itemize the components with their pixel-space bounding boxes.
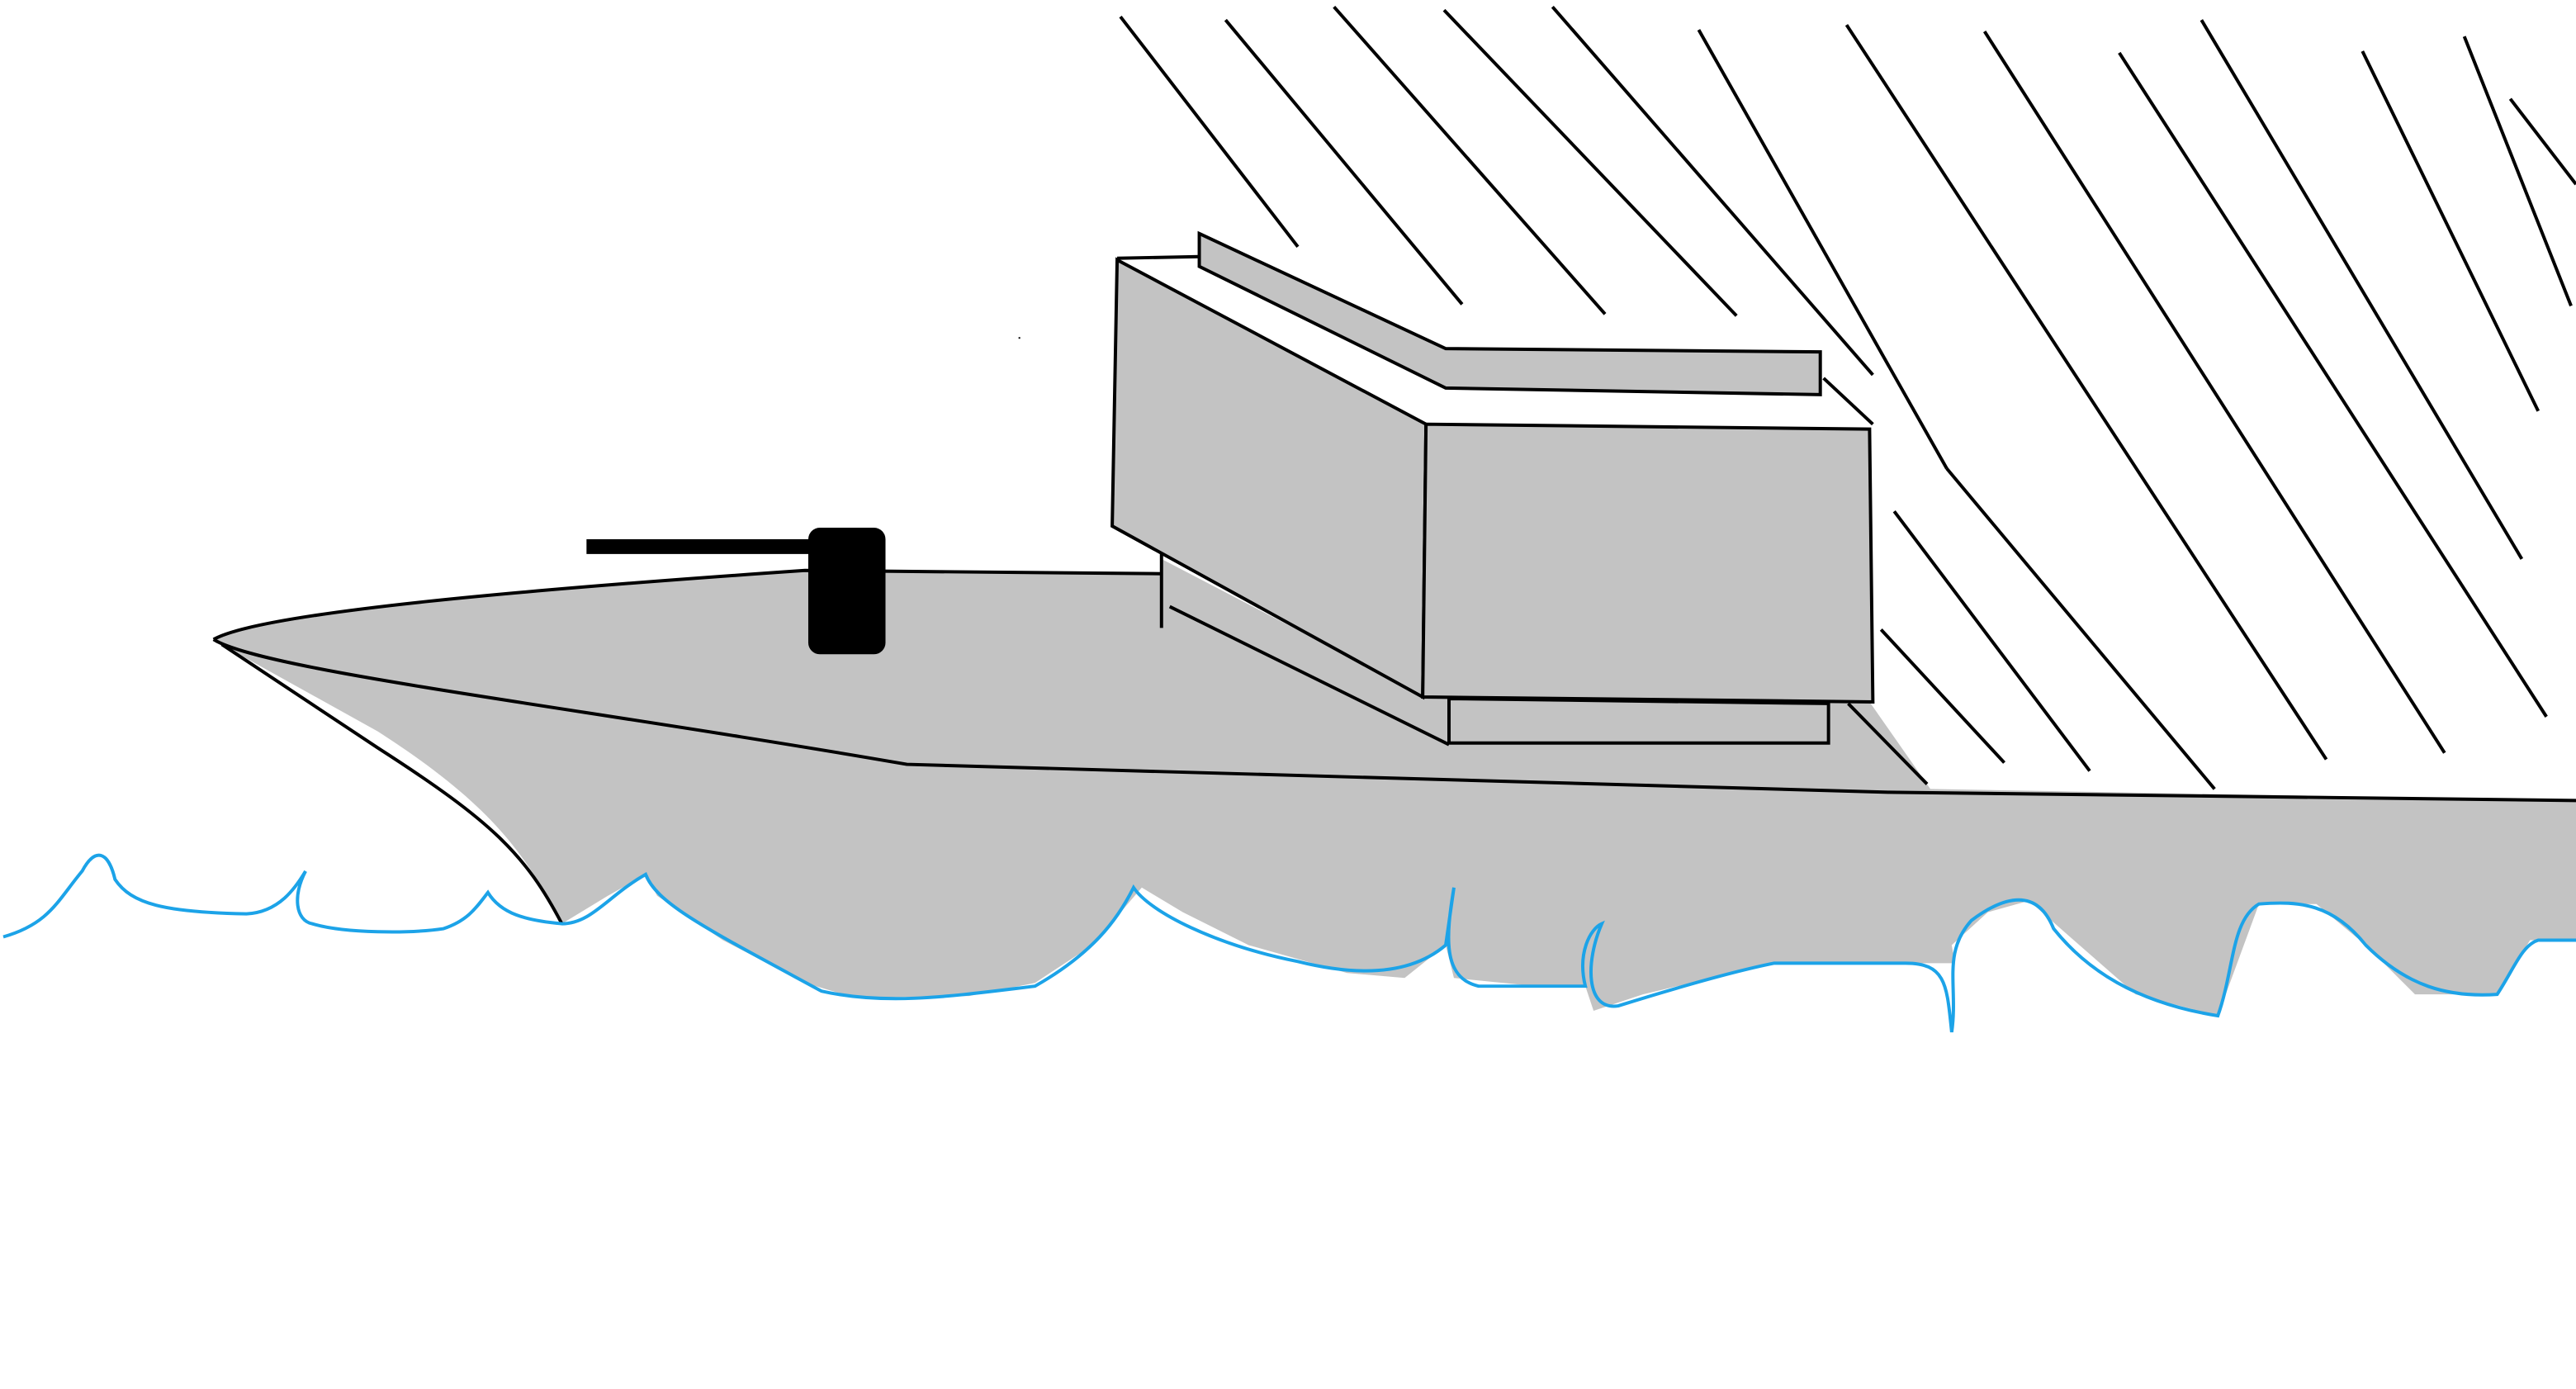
gun-turret [807, 528, 886, 655]
deck-gun [586, 528, 886, 655]
rain-lines [1119, 5, 2576, 790]
gun-barrel [586, 538, 817, 554]
superstructure [1110, 230, 1875, 745]
water-waves [2, 853, 2576, 1033]
cabin-roof-strip [1197, 230, 1822, 396]
cabin-front-face [1421, 422, 1875, 704]
boat-hull [213, 558, 2576, 1017]
cabin-base-strip [1447, 696, 1830, 745]
stray-dot [1018, 337, 1020, 339]
hull-outline [212, 553, 2576, 925]
